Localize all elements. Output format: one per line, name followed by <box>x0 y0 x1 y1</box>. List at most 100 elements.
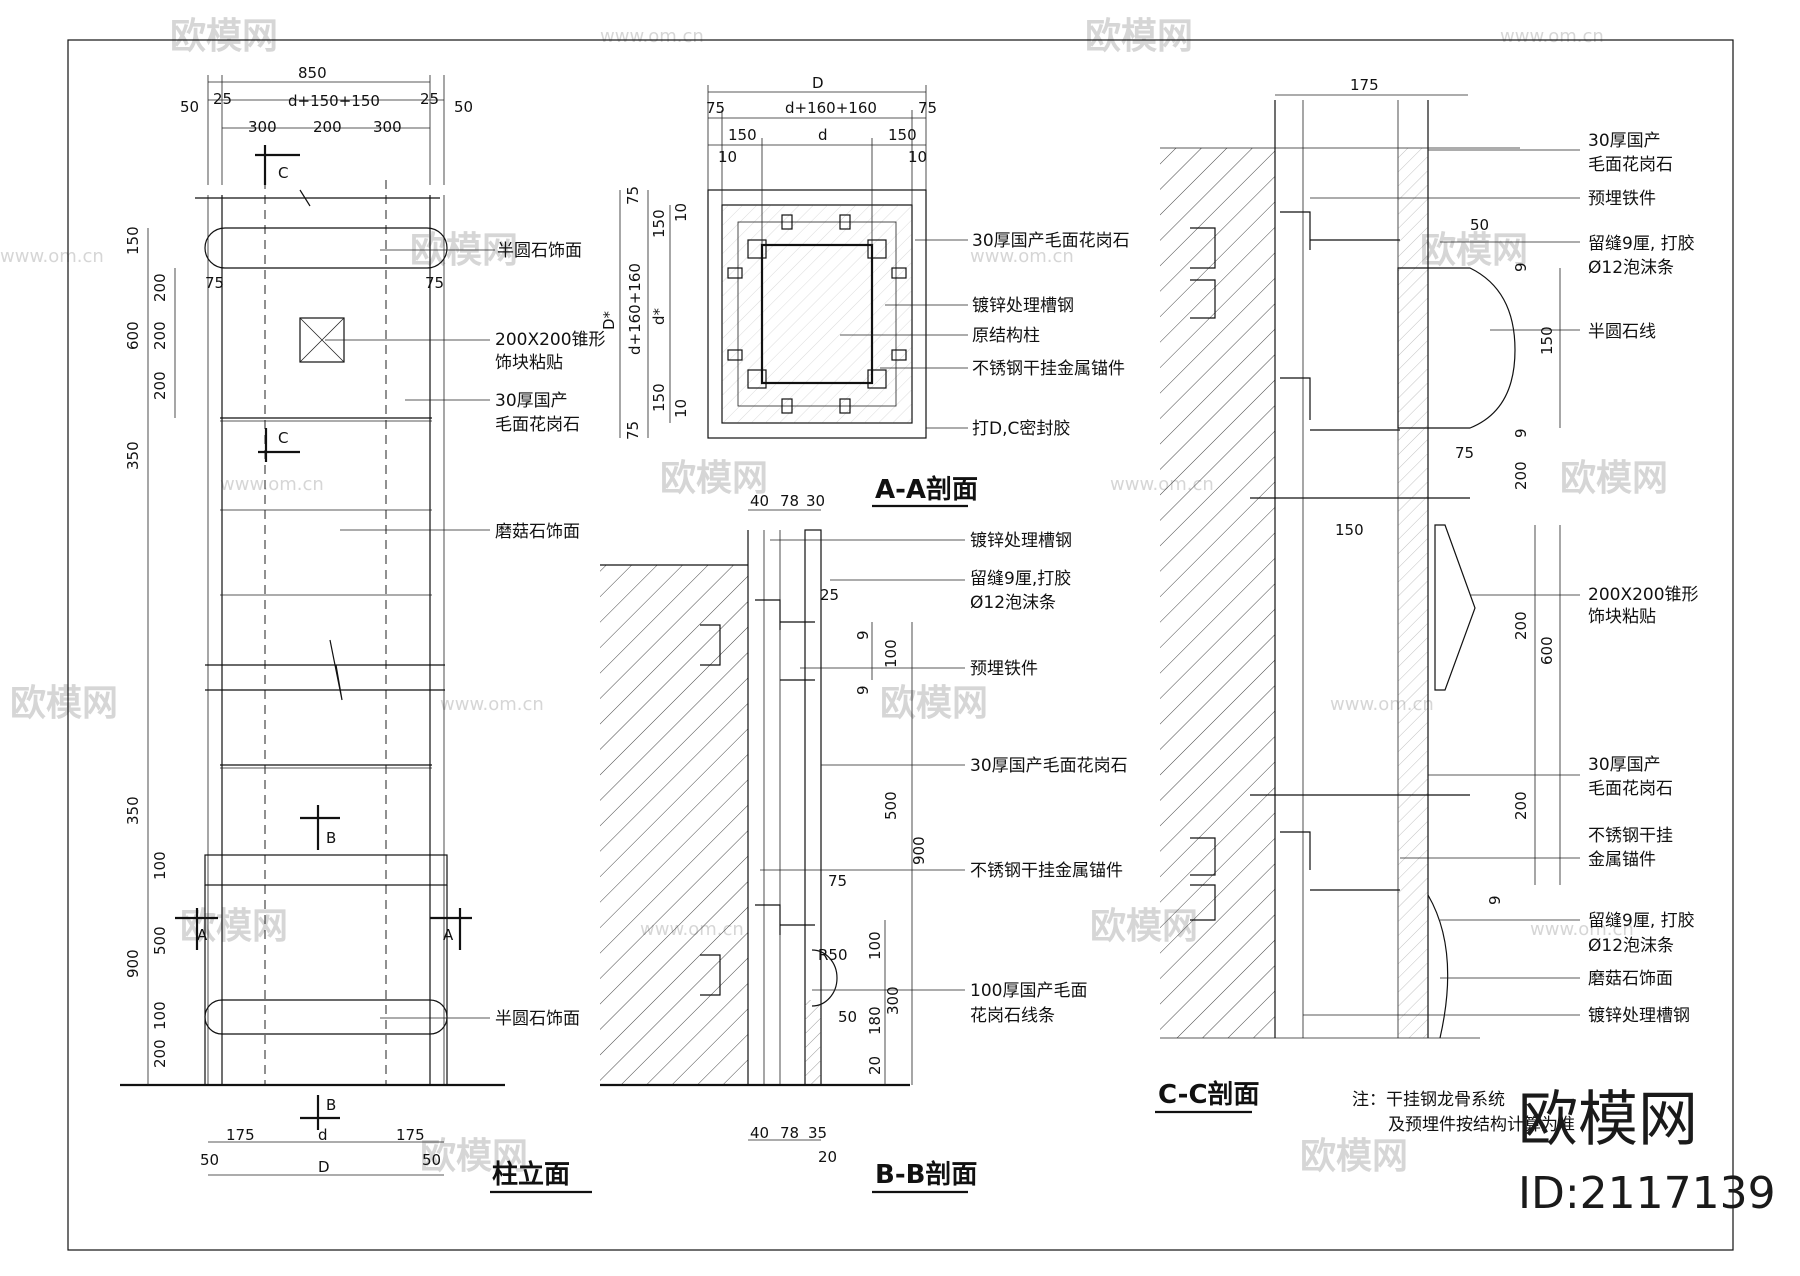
watermark-brand: 欧模网 <box>10 683 118 724</box>
dim-label: 75 <box>624 186 642 205</box>
dim-label: 40 <box>750 1124 769 1142</box>
callout-label: 饰块粘贴 <box>1588 607 1656 627</box>
dim-label: 600 <box>1538 636 1556 665</box>
watermark-brand: 欧模网 <box>1420 230 1528 271</box>
dim-label: 25 <box>820 586 839 604</box>
callout-label: 磨菇石饰面 <box>1588 969 1673 989</box>
dim-label: d+160+160 <box>785 99 877 117</box>
dim-label: d* <box>650 307 668 325</box>
watermark-url: www.om.cn <box>1500 26 1604 47</box>
callout-label: 不锈钢干挂金属锚件 <box>972 359 1125 379</box>
callout-label: 磨菇石饰面 <box>495 522 580 542</box>
callout-label: 半圆石线 <box>1588 322 1656 342</box>
callout-label: 30厚国产 <box>1588 131 1661 151</box>
watermark-brand: 欧模网 <box>410 230 518 271</box>
dim-label: 200 <box>313 118 342 136</box>
callout-label: 30厚国产 <box>1588 755 1661 775</box>
dim-label: 9 <box>854 685 872 695</box>
dim-label: 300 <box>884 986 902 1015</box>
callout-label: 30厚国产毛面花岗石 <box>970 756 1128 776</box>
callout-label: 预埋铁件 <box>970 659 1038 679</box>
dim-label: 10 <box>718 148 737 166</box>
callout-label: 毛面花岗石 <box>495 415 580 435</box>
section-mark-a: A <box>443 926 454 944</box>
dim-label: 100 <box>151 851 169 880</box>
dim-label: 75 <box>205 274 224 292</box>
callout-label: 不锈钢干挂 <box>1588 826 1673 846</box>
dim-label: 300 <box>248 118 277 136</box>
watermark-brand: 欧模网 <box>420 1136 528 1177</box>
callout-label: 饰块粘贴 <box>495 353 563 373</box>
watermark-url: www.om.cn <box>1530 919 1634 940</box>
dim-label: 78 <box>780 1124 799 1142</box>
dim-label: 9 <box>854 630 872 640</box>
dim-label: 900 <box>124 949 142 978</box>
dim-label: 75 <box>706 99 725 117</box>
watermark-brand: 欧模网 <box>1560 458 1668 499</box>
section-mark-b: B <box>326 1096 336 1114</box>
watermark-brand: 欧模网 <box>880 683 988 724</box>
dim-label: 75 <box>1455 444 1474 462</box>
dim-label: 50 <box>180 98 199 116</box>
dim-label: 175 <box>396 1126 425 1144</box>
dim-label: 150 <box>650 209 668 238</box>
dim-label: 150 <box>728 126 757 144</box>
dim-label: 150 <box>888 126 917 144</box>
dim-label: 900 <box>910 836 928 865</box>
dim-label: 350 <box>124 441 142 470</box>
dim-label: 10 <box>672 399 690 418</box>
callout-label: 打D,C密封胶 <box>972 419 1070 439</box>
dim-label: 50 <box>200 1151 219 1169</box>
dim-label: 20 <box>818 1148 837 1166</box>
dim-label: 25 <box>213 90 232 108</box>
callout-label: 200X200锥形 <box>1588 585 1699 605</box>
callout-label: 镀锌处理槽钢 <box>972 296 1074 316</box>
view-title: C-C剖面 <box>1158 1079 1260 1110</box>
view-title: B-B剖面 <box>875 1159 977 1190</box>
dim-label: 10 <box>908 148 927 166</box>
section-mark-c: C <box>278 429 288 447</box>
dim-label: 75 <box>828 872 847 890</box>
callout-label: 镀锌处理槽钢 <box>1588 1006 1690 1026</box>
dim-label: 30 <box>806 492 825 510</box>
dim-label: 175 <box>226 1126 255 1144</box>
dim-label: R50 <box>818 946 848 964</box>
dim-label: 150 <box>650 383 668 412</box>
callout-label: Ø12泡沫条 <box>1588 258 1674 278</box>
dim-label: 200 <box>151 273 169 302</box>
callout-label: Ø12泡沫条 <box>970 593 1056 613</box>
watermark-url: www.om.cn <box>220 474 324 495</box>
dim-label: 9 <box>1512 428 1530 438</box>
dim-label: 9 <box>1512 262 1530 272</box>
callout-label: 30厚国产毛面花岗石 <box>972 231 1130 251</box>
dim-label: d+150+150 <box>288 92 380 110</box>
dim-label: 350 <box>124 796 142 825</box>
dim-label: 50 <box>454 98 473 116</box>
dim-label: 180 <box>866 1006 884 1035</box>
callout-label: Ø12泡沫条 <box>1588 936 1674 956</box>
callout-label: 100厚国产毛面 <box>970 981 1087 1001</box>
view-title: A-A剖面 <box>875 474 978 505</box>
dim-label: 75 <box>624 421 642 440</box>
corner-brand: 欧模网 <box>1518 1085 1698 1155</box>
column-elevation: C C B B A A 850 25 d+150+150 25 50 50 30… <box>120 64 606 1194</box>
dim-label: 35 <box>808 1124 827 1142</box>
dim-label: 150 <box>1538 326 1556 355</box>
dim-label: 200 <box>1512 791 1530 820</box>
dim-label: 200 <box>1512 611 1530 640</box>
callout-label: 花岗石线条 <box>970 1006 1055 1026</box>
watermark-url: www.om.cn <box>0 246 104 267</box>
section-mark-b: B <box>326 829 336 847</box>
watermark-url: www.om.cn <box>970 246 1074 267</box>
dim-label: 850 <box>298 64 327 82</box>
callout-label: 原结构柱 <box>972 326 1040 346</box>
section-aa: D 75 d+160+160 75 150 d 150 10 10 75 150… <box>600 74 1130 508</box>
callout-label: 镀锌处理槽钢 <box>970 531 1072 551</box>
dim-label: d <box>818 126 828 144</box>
watermark-url: www.om.cn <box>600 26 704 47</box>
callout-label: 留缝9厘, 打胶 <box>1588 234 1695 254</box>
callout-label: 毛面花岗石 <box>1588 779 1673 799</box>
dim-label: D <box>812 74 824 92</box>
